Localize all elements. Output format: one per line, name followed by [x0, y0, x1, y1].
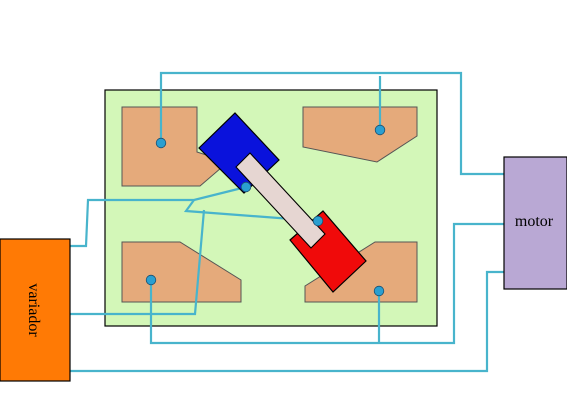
- motor-box: [503, 156, 567, 290]
- wire-variador-upper: [70, 185, 247, 248]
- wire-top-loop: [159, 71, 504, 176]
- terminal-bottom-left: [145, 274, 157, 286]
- terminal-top-right: [374, 124, 386, 136]
- terminals: [145, 124, 386, 297]
- wire-bottom-loop: [149, 222, 504, 345]
- terminal-red-block: [312, 215, 324, 227]
- wire-motor-variador: [70, 270, 504, 373]
- wires: [70, 71, 504, 373]
- motor-label: motor: [515, 213, 554, 230]
- terminal-top-left: [155, 137, 167, 149]
- variador-label: variador: [25, 283, 42, 337]
- terminal-blue-block: [240, 181, 252, 193]
- terminal-bottom-right: [373, 285, 385, 297]
- variador-box: [0, 238, 71, 382]
- wire-cross: [183, 199, 319, 223]
- link-bar: [235, 152, 326, 249]
- wire-variador-lower: [70, 209, 206, 316]
- pad-top-right: [302, 106, 418, 163]
